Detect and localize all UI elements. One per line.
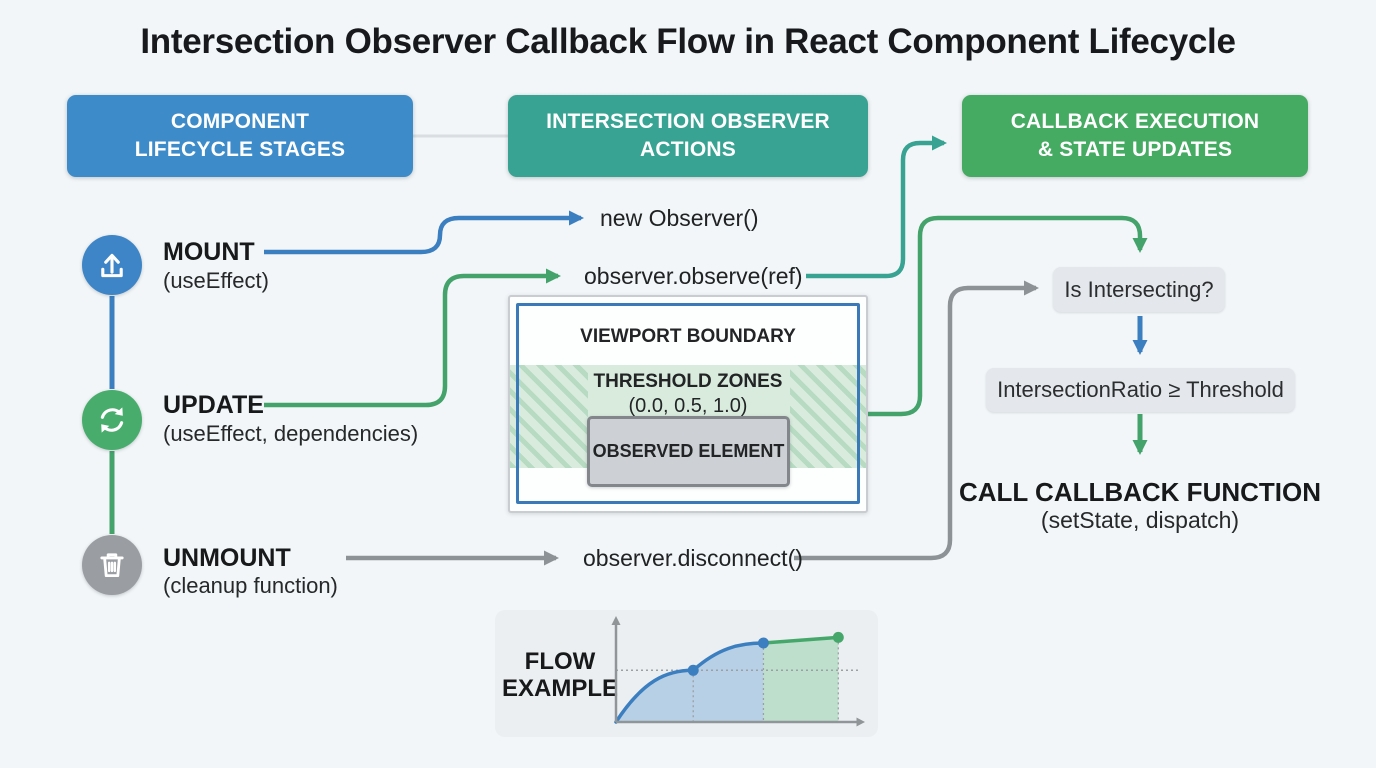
flow-example-panel xyxy=(495,610,878,737)
is-intersecting-chip: Is Intersecting? xyxy=(1053,267,1225,312)
refresh-icon xyxy=(100,407,124,433)
flow-example-label: FLOW EXAMPLE xyxy=(501,648,618,702)
page-title: Intersection Observer Callback Flow in R… xyxy=(140,22,1236,61)
intersection-ratio-chip: IntersectionRatio ≥ Threshold xyxy=(986,368,1295,412)
upload-icon xyxy=(101,253,123,278)
action-new-observer: new Observer() xyxy=(600,205,759,231)
call-callback-title: CALL CALLBACK FUNCTION xyxy=(958,477,1322,507)
threshold-hatch-right xyxy=(790,365,866,468)
header-callback-execution: CALLBACK EXECUTION & STATE UPDATES xyxy=(962,95,1308,177)
stage-label-mount: MOUNT xyxy=(163,238,255,266)
stage-detail-unmount: (cleanup function) xyxy=(163,573,338,598)
stage-circle-unmount xyxy=(82,535,142,595)
viewport-blue-border xyxy=(516,303,860,504)
trash-icon xyxy=(100,553,124,578)
flow-example-chart xyxy=(611,616,865,727)
header-lifecycle-stages: COMPONENT LIFECYCLE STAGES xyxy=(67,95,413,177)
stage-label-unmount: UNMOUNT xyxy=(163,544,291,572)
stage-circle-update xyxy=(82,390,142,450)
stage-label-update: UPDATE xyxy=(163,391,264,419)
threshold-zones-label: THRESHOLD ZONES xyxy=(593,371,783,392)
action-observe: observer.observe(ref) xyxy=(584,263,803,289)
stage-detail-update: (useEffect, dependencies) xyxy=(163,421,419,446)
viewport-boundary-label: VIEWPORT BOUNDARY xyxy=(580,326,796,347)
threshold-hatch-left xyxy=(510,365,588,468)
connector-mount-to-new-observer xyxy=(264,210,584,255)
action-disconnect: observer.disconnect() xyxy=(583,545,803,571)
header-observer-actions: INTERSECTION OBSERVER ACTIONS xyxy=(508,95,868,177)
stage-circle-mount xyxy=(82,235,142,295)
threshold-values-label: (0.0, 0.5, 1.0) xyxy=(628,395,748,417)
observed-element-box: OBSERVED ELEMENT xyxy=(587,416,790,487)
call-callback-detail: (setState, dispatch) xyxy=(1040,507,1240,533)
stage-detail-mount: (useEffect) xyxy=(163,268,269,293)
